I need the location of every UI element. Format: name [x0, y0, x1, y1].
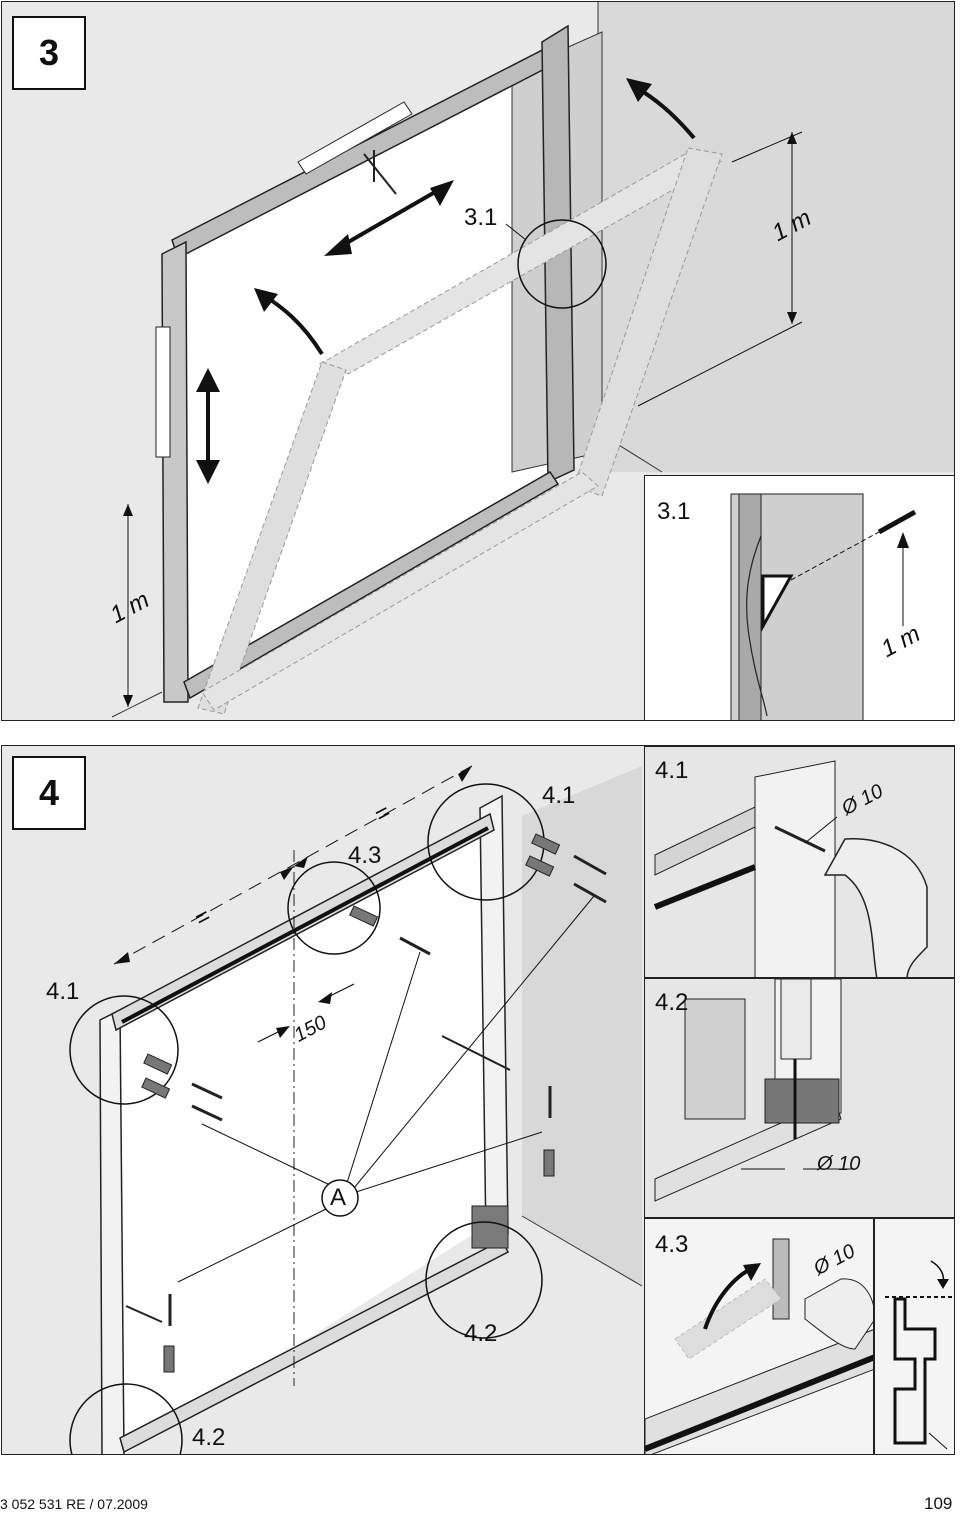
detail-4-2-drill-size: Ø 10 — [817, 1153, 861, 1175]
callout-4-3: 4.3 — [348, 842, 382, 869]
detail-4-2-illustration — [654, 979, 855, 1202]
page-number: 109 — [924, 1494, 953, 1513]
detail-4-1-illustration — [653, 760, 928, 977]
detail-4-2-inset: 4.2 Ø 10 — [644, 978, 954, 1218]
detail-3-1-illustration — [730, 493, 917, 720]
detail-3-1-label: 3.1 — [657, 498, 691, 525]
detail-4-3-profile-inset — [874, 1218, 954, 1454]
step-4-panel: 4 4.1 4.3 4.1 = = 150 A 4.2 4.2 4.1 Ø 10 — [1, 745, 955, 1455]
detail-4-3-label: 4.3 — [655, 1231, 689, 1258]
detail-4-3-inset: 4.3 Ø 10 — [644, 1218, 874, 1454]
step-4-illustration — [69, 765, 643, 1454]
step-number-box: 3 — [12, 16, 86, 90]
detail-4-1-label: 4.1 — [655, 757, 689, 784]
document-code: 3 052 531 RE / 07.2009 — [0, 1496, 148, 1512]
callout-A: A — [330, 1184, 347, 1211]
step-3-panel: 3 3.1 1 m 1 m 3.1 1 m — [1, 1, 955, 721]
step-number-box-4: 4 — [12, 756, 86, 830]
callout-3-1-label: 3.1 — [464, 204, 498, 231]
step-3-illustration — [111, 2, 954, 718]
detail-4-2-label: 4.2 — [655, 989, 689, 1016]
callout-4-1-top: 4.1 — [542, 782, 576, 809]
detail-3-1-inset: 3.1 1 m — [644, 475, 954, 720]
profile-section-illustration — [885, 1260, 954, 1450]
detail-4-1-inset: 4.1 Ø 10 — [644, 746, 954, 978]
detail-4-3-illustration — [645, 1238, 873, 1454]
callout-4-2-mid: 4.2 — [464, 1320, 498, 1347]
callout-4-2-bottom: 4.2 — [192, 1424, 226, 1451]
callout-4-1-left: 4.1 — [46, 978, 80, 1005]
